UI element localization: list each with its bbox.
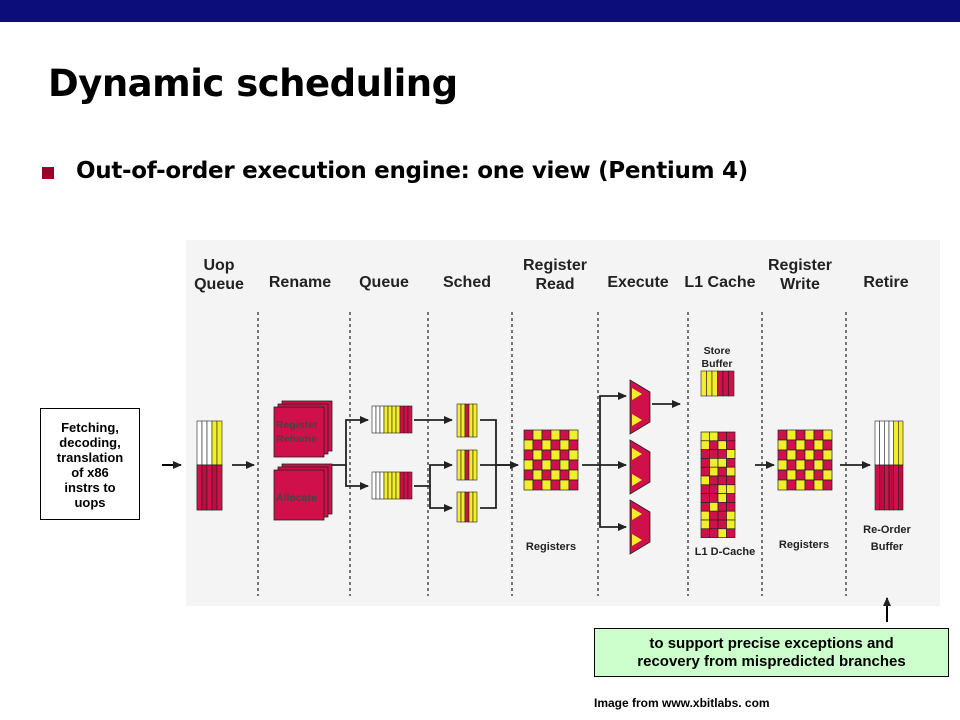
queue-bottom — [371, 471, 413, 500]
uop-queue-bottom-shade — [196, 464, 223, 511]
pipeline-arrows — [232, 392, 871, 531]
pipeline-blocks — [196, 370, 904, 555]
register-write-file — [777, 429, 833, 491]
flow-arrow — [582, 392, 627, 466]
slide-subtitle: Out-of-order execution engine: one view … — [76, 158, 748, 184]
label-store-buffer: Store — [704, 345, 731, 357]
uop-queue-top — [196, 420, 223, 466]
stage-header-regwrite: Register — [768, 257, 832, 274]
block-labels: RegisterRenameAllocateStoreBufferRegiste… — [276, 345, 912, 558]
precise-exceptions-note: to support precise exceptions and recove… — [594, 628, 949, 677]
label-reorder-buffer: Re-Order — [863, 524, 911, 536]
label-register-rename: Rename — [276, 433, 317, 445]
stage-header-regread: Read — [535, 276, 574, 293]
stage-header-rename: Rename — [269, 274, 331, 291]
register-read-file — [523, 429, 579, 491]
stage-header-uop: Uop — [203, 257, 234, 274]
label-registers-read: Registers — [526, 541, 576, 553]
note-line-1: to support precise exceptions and — [649, 634, 894, 652]
stage-header-execute: Execute — [607, 274, 668, 291]
stage-header-l1cache: L1 Cache — [684, 274, 755, 291]
fetch-decode-box: Fetching, decoding, translation of x86 i… — [40, 408, 140, 520]
flow-arrow — [429, 486, 453, 512]
top-bar — [0, 0, 960, 22]
execute-unit-3 — [629, 499, 651, 555]
l1-dcache — [700, 431, 736, 538]
stage-header-sched: Sched — [443, 274, 491, 291]
flow-arrow — [480, 465, 497, 509]
allocate-block — [273, 463, 333, 521]
label-registers-write: Registers — [779, 539, 829, 551]
label-allocate: Allocate — [276, 492, 317, 504]
note-line-2: recovery from mispredicted branches — [637, 652, 906, 670]
sched-2 — [456, 449, 478, 481]
queue-top — [371, 405, 413, 434]
label-store-buffer: Buffer — [702, 358, 733, 370]
stage-header-regread: Register — [523, 257, 587, 274]
label-reorder-buffer: Buffer — [871, 541, 904, 553]
flow-arrow — [599, 465, 627, 531]
stage-header-uop: Queue — [194, 276, 244, 293]
image-credit: Image from www.xbitlabs. com — [594, 696, 770, 710]
register-rename-block — [273, 400, 333, 458]
label-l1-dcache: L1 D-Cache — [695, 546, 756, 558]
store-buffer — [700, 370, 735, 397]
execute-unit-2 — [629, 439, 651, 495]
bullet-square — [42, 167, 54, 179]
stage-header-retire: Retire — [863, 274, 908, 291]
stage-header-queue: Queue — [359, 274, 409, 291]
reorder-buffer-top — [874, 420, 904, 466]
stage-dividers — [257, 312, 847, 596]
reorder-buffer-bottom — [874, 464, 904, 511]
flow-arrow — [345, 465, 369, 490]
execute-unit-1 — [629, 379, 651, 435]
slide-title: Dynamic scheduling — [48, 62, 458, 105]
flow-arrow — [332, 416, 369, 466]
stage-header-regwrite: Write — [780, 276, 820, 293]
sched-3 — [456, 491, 478, 523]
flow-arrow — [414, 461, 453, 487]
label-register-rename: Register — [276, 419, 318, 431]
sched-1 — [456, 403, 478, 438]
